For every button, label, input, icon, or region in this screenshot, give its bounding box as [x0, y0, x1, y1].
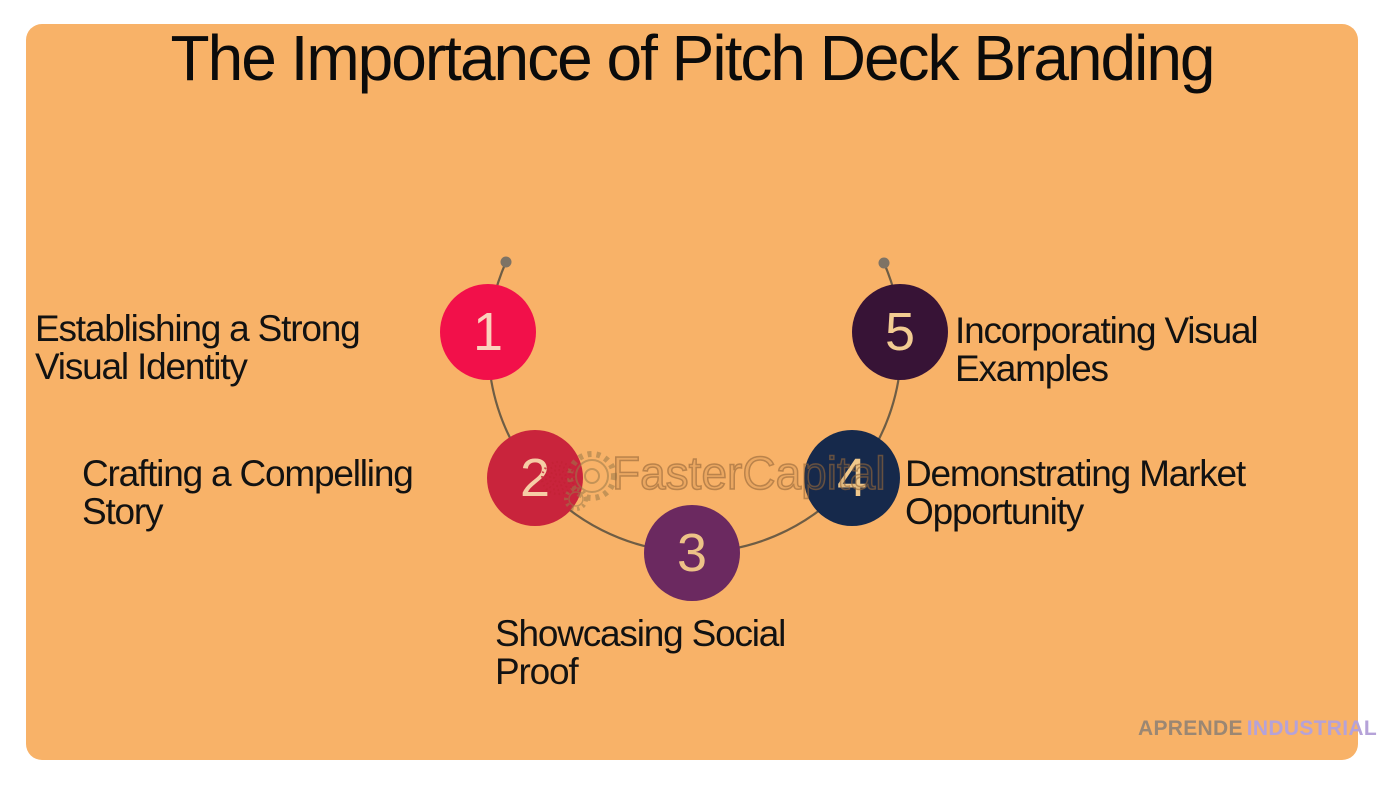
step-label-line: Story: [82, 491, 164, 532]
step-number-5: 5: [884, 302, 916, 362]
step-label-line: Establishing a Strong: [35, 308, 361, 349]
step-label-4: Demonstrating Market Opportunity: [905, 453, 1246, 532]
step-label-5: Incorporating Visual Examples: [955, 310, 1259, 389]
step-label-line: Demonstrating Market: [905, 453, 1246, 494]
step-number-2: 2: [519, 448, 551, 508]
step-circle-5: 5: [852, 284, 948, 380]
step-label-line: Crafting a Compelling: [82, 453, 414, 494]
step-circle-1: 1: [440, 284, 536, 380]
step-label-line: Proof: [495, 651, 579, 692]
step-label-line: Visual Identity: [35, 346, 248, 387]
brand-aprende: APRENDE: [1138, 717, 1243, 740]
brand-industrial: INDUSTRIAL: [1246, 717, 1377, 740]
step-number-1: 1: [472, 302, 504, 362]
step-number-4: 4: [836, 448, 868, 508]
step-label-line: Examples: [955, 348, 1109, 389]
step-number-3: 3: [676, 523, 708, 583]
step-label-1: Establishing a Strong Visual Identity: [35, 308, 361, 387]
step-circle-4: 4: [804, 430, 900, 526]
step-circle-3: 3: [644, 505, 740, 601]
step-label-3: Showcasing Social Proof: [495, 613, 786, 692]
step-label-line: Incorporating Visual: [955, 310, 1259, 351]
step-label-line: Showcasing Social: [495, 613, 786, 654]
page-title: The Importance of Pitch Deck Branding: [170, 22, 1216, 94]
step-label-2: Crafting a Compelling Story: [82, 453, 414, 532]
step-label-line: Opportunity: [905, 491, 1084, 532]
step-circle-2: 2: [487, 430, 583, 526]
